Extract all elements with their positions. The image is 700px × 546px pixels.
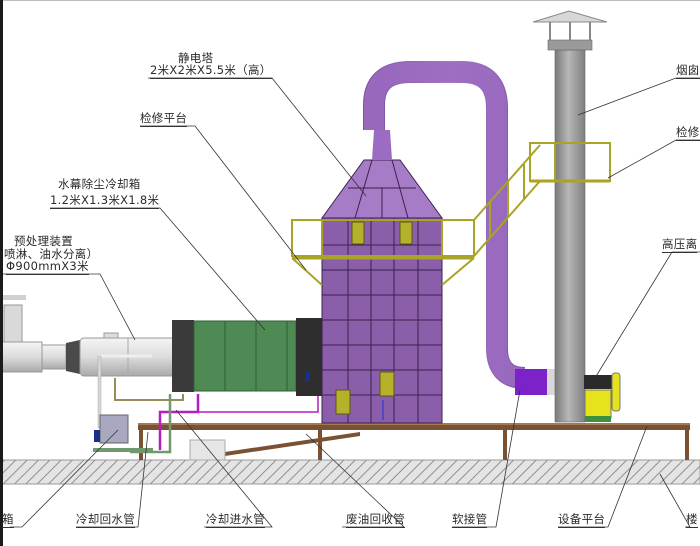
label-floor: 楼 bbox=[686, 512, 698, 528]
chimney bbox=[532, 10, 608, 423]
pretreatment-unit bbox=[66, 332, 176, 429]
label-water-curtain-name: 水幕除尘冷却箱 bbox=[58, 177, 141, 191]
label-cooling-return-pipe: 冷却回水管 bbox=[76, 512, 135, 528]
ground-floor bbox=[0, 459, 700, 485]
equipment-platform bbox=[138, 423, 690, 461]
exhaust-duct bbox=[363, 61, 555, 395]
electrostatic-tower bbox=[321, 159, 443, 424]
label-esp-tower-name: 静电塔 bbox=[178, 51, 214, 65]
label-pretreatment-name: 预处理装置 bbox=[14, 234, 73, 248]
label-equipment-platform: 设备平台 bbox=[558, 512, 606, 528]
label-water-tank: 箱 bbox=[2, 512, 14, 528]
water-tank bbox=[93, 414, 153, 452]
chimney-maintenance-platform bbox=[529, 142, 611, 183]
label-waste-oil-pipe: 废油回收管 bbox=[346, 512, 405, 528]
inlet-hood bbox=[1, 295, 67, 373]
label-pretreatment-size: Φ900mmX3米 bbox=[6, 259, 89, 275]
cooling-pipes bbox=[114, 378, 319, 454]
label-chimney: 烟囱 bbox=[676, 63, 700, 79]
label-flexible-joint: 软接管 bbox=[452, 512, 488, 528]
high-pressure-centrifugal-fan bbox=[584, 372, 621, 422]
label-maintenance-platform-right: 检修 bbox=[676, 125, 700, 141]
label-maintenance-platform-left: 检修平台 bbox=[140, 111, 188, 127]
label-cooling-inlet-pipe: 冷却进水管 bbox=[206, 512, 265, 528]
label-hv-centrifugal-fan: 高压离 bbox=[662, 237, 698, 253]
label-pretreatment-desc: 喷淋、油水分离） bbox=[4, 247, 99, 261]
label-esp-tower-size: 2米X2米X5.5米（高） bbox=[150, 63, 272, 79]
top-border bbox=[0, 0, 700, 1]
left-border bbox=[0, 0, 3, 546]
label-water-curtain-size: 1.2米X1.3米X1.8米 bbox=[50, 193, 160, 209]
water-curtain-cooling-box bbox=[172, 318, 322, 396]
